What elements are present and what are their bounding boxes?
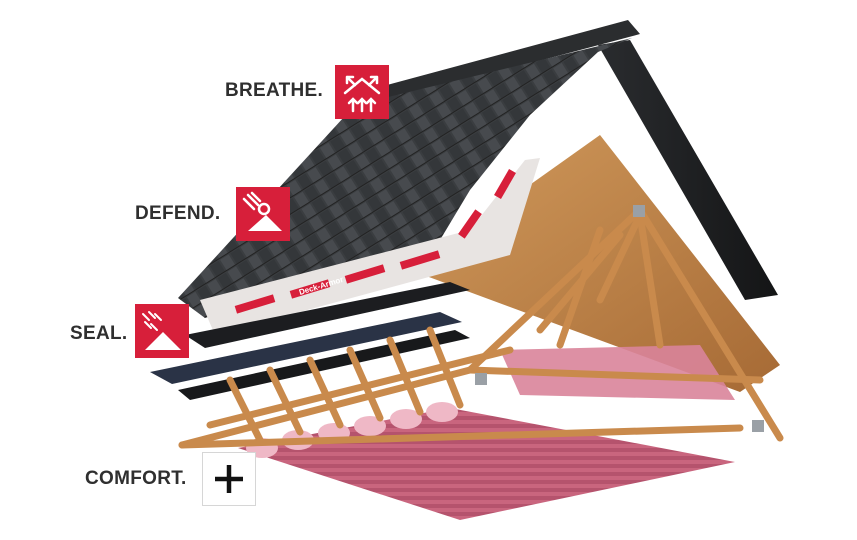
rain-seal-icon [135, 304, 189, 358]
back-roof-panel [598, 40, 778, 300]
shingle-layer [178, 38, 632, 318]
ridge-cap [350, 20, 640, 108]
underlayment-layer [200, 158, 540, 335]
plus-icon [202, 452, 256, 506]
layer-label-seal: SEAL. [70, 323, 128, 344]
underlayment-print [234, 169, 516, 314]
ventilation-arrows-icon [335, 65, 389, 119]
layer-label-comfort: COMFORT. [85, 468, 187, 489]
roof-trusses [178, 206, 784, 449]
seal-layer-blue [150, 312, 462, 384]
layer-label-defend: DEFEND. [135, 203, 221, 224]
insulation-layer [238, 408, 735, 520]
wind-shield-icon [236, 187, 290, 241]
seal-layer-top [185, 282, 470, 348]
seal-layer-bottom [178, 330, 470, 400]
layer-label-breathe: BREATHE. [225, 80, 324, 101]
truss-plates [475, 205, 764, 432]
